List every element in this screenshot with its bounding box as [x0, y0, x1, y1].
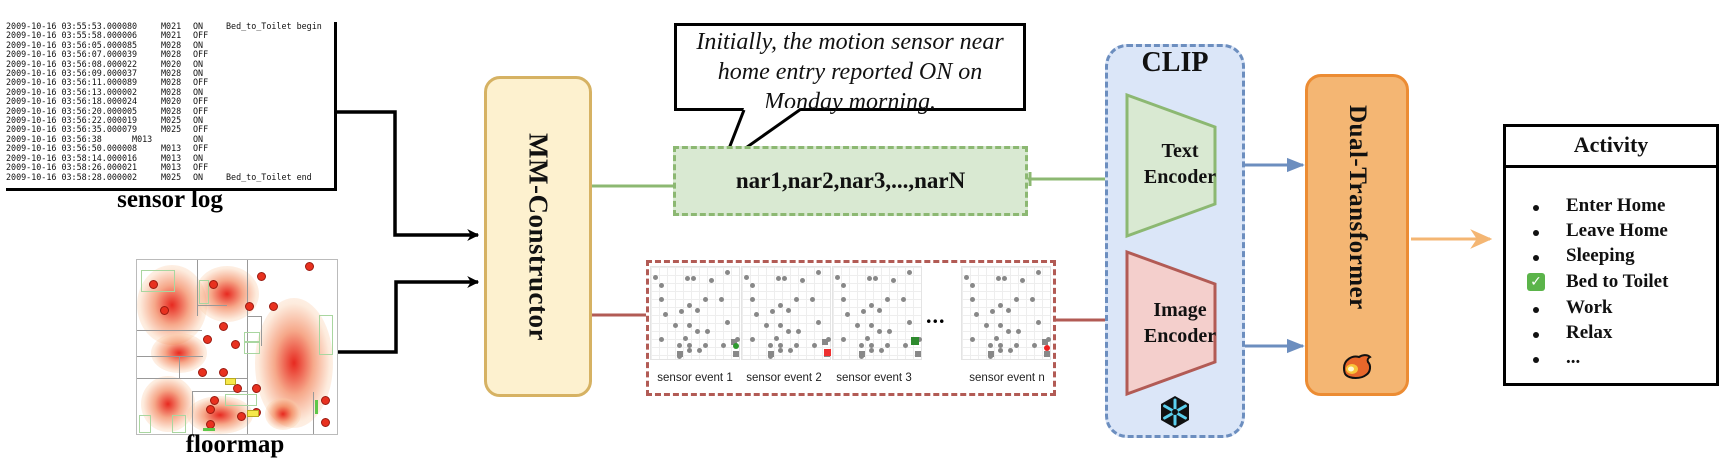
bullet-icon — [1533, 204, 1539, 211]
sensor-event-panel-1 — [650, 266, 740, 360]
activity-title: Activity — [1506, 127, 1716, 168]
sensor-log-caption: sensor log — [117, 186, 223, 213]
activity-item: Relax — [1506, 320, 1668, 345]
bullet-icon — [1533, 229, 1539, 236]
bullet-icon — [1533, 306, 1539, 313]
sensor-event-label-1: sensor event 1 — [657, 372, 733, 384]
check-icon: ✓ — [1527, 272, 1545, 291]
activity-item-label: Enter Home — [1566, 194, 1666, 216]
sensor-event-panel-2 — [741, 266, 831, 360]
activity-item: Enter Home — [1506, 193, 1668, 218]
dual-transformer-block: Dual-Transformer — [1305, 74, 1409, 396]
sensor-event-panel-3 — [832, 266, 922, 360]
activity-item: ... — [1506, 345, 1668, 370]
activity-item-label: Relax — [1566, 321, 1613, 343]
active-sensor-marker — [911, 337, 919, 345]
mm-constructor-label: MM-Constructor — [523, 132, 554, 341]
snowflake-icon — [1161, 396, 1189, 428]
activity-item-label: Leave Home — [1566, 219, 1668, 241]
activity-item: ✓ Bed to Toilet — [1506, 268, 1668, 295]
activity-item: Work — [1506, 295, 1668, 320]
narrations-box: nar1,nar2,nar3,...,narN — [673, 146, 1028, 216]
bullet-icon — [1533, 254, 1539, 261]
bullet-icon — [1533, 331, 1539, 338]
activity-item-label: Sleeping — [1566, 244, 1635, 266]
dual-transformer-label: Dual-Transformer — [1344, 105, 1371, 310]
floormap-connector — [336, 276, 480, 354]
floormap-image — [136, 259, 338, 435]
clip-title: CLIP — [1141, 47, 1209, 78]
mm-constructor-block: MM-Constructor — [484, 76, 592, 397]
activity-item-label: Work — [1566, 296, 1613, 318]
active-sensor-marker — [733, 343, 739, 349]
sensor-event-label-3: sensor event 3 — [836, 372, 912, 384]
sensor-events-panels: sensor event 1 sensor event 2 sensor eve… — [646, 260, 1056, 396]
events-ellipsis: ... — [926, 303, 946, 328]
active-sensor-marker — [824, 349, 831, 356]
sensor-event-panel-n — [961, 266, 1051, 360]
active-sensor-marker — [1044, 345, 1050, 351]
activity-item-label: Bed to Toilet — [1566, 270, 1669, 292]
bullet-icon — [1533, 356, 1539, 363]
floormap-caption: floormap — [185, 431, 285, 458]
sensor-event-label-n: sensor event n — [969, 372, 1045, 384]
activity-item: Sleeping — [1506, 243, 1668, 268]
activity-item: Leave Home — [1506, 218, 1668, 243]
narrations-label: nar1,nar2,nar3,...,narN — [735, 168, 966, 193]
narration-callout: Initially, the motion sensor near home e… — [674, 23, 1026, 115]
sensor-event-label-2: sensor event 2 — [746, 372, 822, 384]
sensor-events-box — [646, 260, 1056, 396]
fire-icon — [1342, 354, 1372, 379]
text-encoder-shape — [1125, 92, 1217, 239]
sensor-log-connector — [336, 110, 480, 241]
activity-item-label: ... — [1566, 346, 1581, 368]
image-encoder-shape — [1125, 249, 1217, 397]
